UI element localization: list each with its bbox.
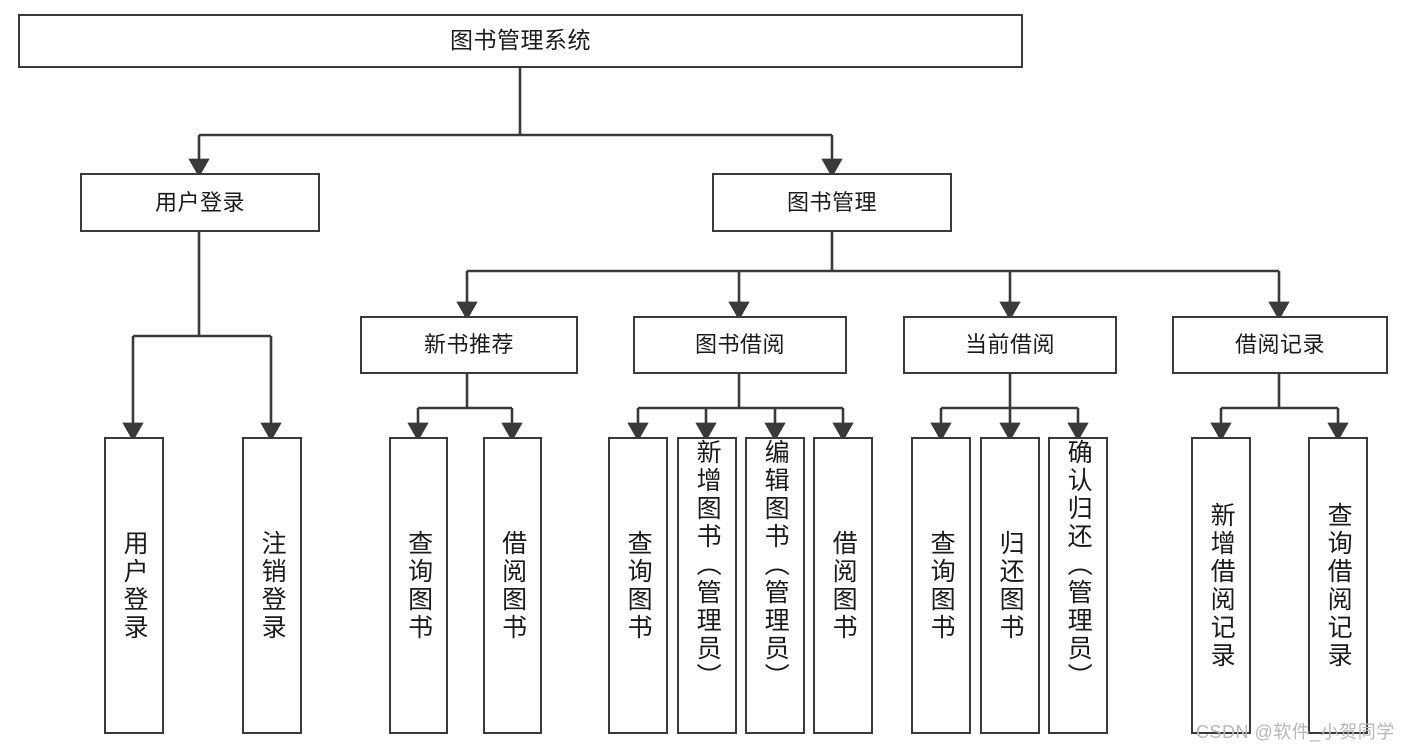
node-label: 归还图书 [996,529,1025,642]
node-label: 查询图书 [624,529,653,642]
leaf-borrow-query-book[interactable]: 查询图书 [608,437,668,734]
leaf-borrow-add-book-admin[interactable]: 新增图书（管理员） [677,437,737,734]
node-label: 查询借阅记录 [1324,501,1353,670]
node-label: 确认归还（管理员） [1064,439,1093,691]
leaf-borrow-edit-book-admin[interactable]: 编辑图书（管理员） [745,437,805,734]
node-label: 新增借阅记录 [1207,501,1236,670]
node-label: 注销登录 [258,529,287,642]
leaf-user-login-signout[interactable]: 注销登录 [242,437,302,734]
node-label: 查询图书 [927,529,956,642]
node-label: 新书推荐 [423,332,514,358]
leaf-new-book-query[interactable]: 查询图书 [389,437,448,734]
node-new-book-recommend[interactable]: 新书推荐 [360,316,578,374]
leaf-current-return-book[interactable]: 归还图书 [980,437,1040,734]
node-borrow-records[interactable]: 借阅记录 [1172,316,1388,374]
leaf-user-login-signin[interactable]: 用户登录 [104,437,164,734]
node-label: 借阅图书 [498,529,527,642]
leaf-records-add-record[interactable]: 新增借阅记录 [1191,437,1251,734]
node-book-borrow[interactable]: 图书借阅 [633,316,847,374]
leaf-current-query-book[interactable]: 查询图书 [911,437,971,734]
node-book-management[interactable]: 图书管理 [712,173,952,232]
node-label: 当前借阅 [964,332,1055,358]
node-label: 借阅记录 [1234,332,1325,358]
leaf-new-book-borrow[interactable]: 借阅图书 [483,437,542,734]
node-label: 图书管理 [786,189,877,215]
node-label: 查询图书 [404,529,433,642]
node-label: 借阅图书 [829,529,858,642]
node-book-management-system[interactable]: 图书管理系统 [18,14,1023,68]
node-label: 图书管理系统 [450,27,591,54]
node-current-borrow[interactable]: 当前借阅 [903,316,1117,374]
node-label: 新增图书（管理员） [693,439,722,691]
leaf-current-confirm-return-admin[interactable]: 确认归还（管理员） [1048,437,1108,734]
node-label: 用户登录 [154,189,245,215]
csdn-watermark: CSDN @软件_小贺同学 [1196,722,1395,742]
leaf-borrow-borrow-book[interactable]: 借阅图书 [813,437,873,734]
node-user-login[interactable]: 用户登录 [80,173,320,232]
leaf-records-query-record[interactable]: 查询借阅记录 [1308,437,1368,734]
node-label: 用户登录 [120,529,149,642]
node-label: 编辑图书（管理员） [761,439,790,691]
node-label: 图书借阅 [694,332,785,358]
